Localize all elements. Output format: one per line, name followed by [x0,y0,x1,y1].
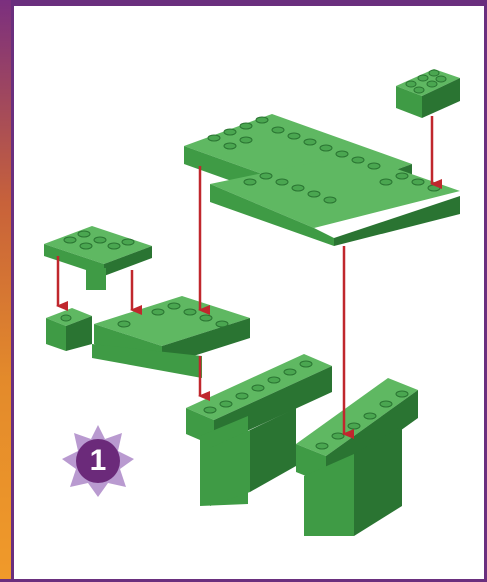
brick-plate-top [184,114,460,246]
brick-left-middle [46,296,250,378]
brick-small-top-right [396,69,460,118]
brick-tower-right [296,378,418,536]
step-number: 1 [58,421,138,501]
brick-left-top [44,226,152,290]
